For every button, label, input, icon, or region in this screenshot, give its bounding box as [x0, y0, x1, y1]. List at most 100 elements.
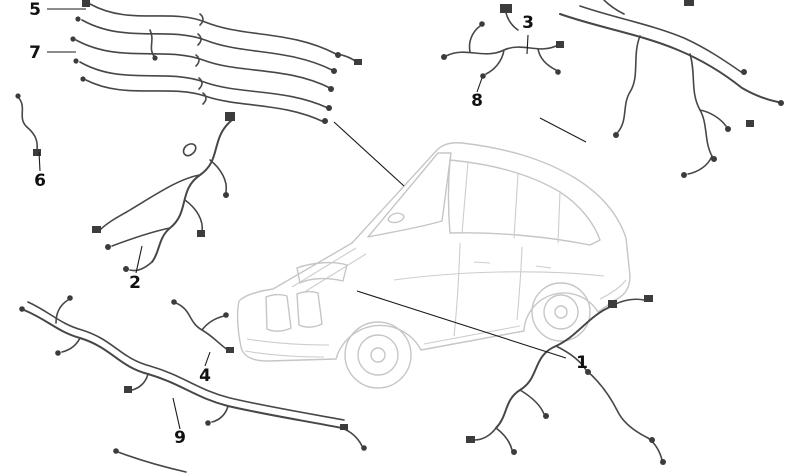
harness-2-branch-1 — [99, 174, 201, 231]
harness-4 — [171, 299, 234, 353]
front-wheel — [344, 321, 412, 389]
leader-2 — [135, 245, 143, 274]
connector — [225, 112, 235, 121]
harness-5-strand-3 — [75, 39, 331, 89]
connector — [555, 69, 561, 75]
connector — [684, 0, 694, 6]
harness-8-branch-2 — [485, 49, 505, 75]
leader-1 — [356, 290, 567, 359]
connector — [328, 86, 334, 92]
harness-1 — [466, 295, 666, 465]
front-wheel-rim — [357, 334, 399, 376]
connector — [725, 126, 731, 132]
harness-2-branch-3 — [129, 261, 153, 272]
car-headlight — [296, 261, 348, 284]
connector — [152, 55, 158, 61]
harness-3-tail — [687, 155, 713, 175]
harness-5-7-break-marks — [195, 13, 207, 105]
harness-1-branch-4 — [473, 427, 497, 441]
rear-wheel-hub — [554, 305, 568, 319]
connector — [326, 105, 332, 111]
connector — [67, 295, 73, 301]
leader-6 — [38, 151, 41, 172]
car-kidney-grille-left — [265, 293, 292, 332]
connector — [556, 41, 564, 48]
connector — [82, 0, 90, 7]
callout-6[interactable]: 6 — [34, 171, 46, 191]
harness-1-branch-5 — [495, 427, 513, 451]
connector — [171, 299, 177, 305]
harness-2-branch-5 — [184, 199, 204, 233]
connector — [500, 4, 512, 13]
car-door-handle-rear — [535, 265, 552, 269]
connector — [124, 386, 132, 393]
connector — [441, 54, 447, 60]
connector — [335, 52, 341, 58]
car-body — [236, 142, 631, 362]
harness-2 — [92, 112, 235, 272]
callouts: 5 7 6 3 8 2 4 9 1 — [29, 0, 588, 448]
connector — [466, 436, 475, 443]
connector — [340, 424, 348, 430]
connector — [543, 413, 549, 419]
callout-5[interactable]: 5 — [29, 0, 41, 20]
leader-to-engine-bay — [333, 121, 405, 187]
car-c-pillar — [513, 173, 519, 239]
harness-5 — [75, 3, 357, 89]
harness-9-branch-2 — [131, 373, 149, 391]
car-door-handle-front — [473, 261, 491, 264]
leader-4 — [204, 351, 211, 367]
connector — [197, 230, 205, 237]
car-windshield — [367, 152, 452, 238]
rear-wheel — [531, 282, 591, 342]
connector — [331, 68, 337, 74]
callout-8[interactable]: 8 — [471, 91, 483, 111]
car-rear-bumper-crease — [599, 279, 627, 300]
harness-3 — [559, 0, 784, 178]
harness-6 — [15, 93, 41, 156]
connector — [55, 350, 61, 356]
callout-3[interactable]: 3 — [522, 13, 534, 33]
connector — [123, 266, 129, 272]
leader-3 — [526, 34, 529, 55]
connector — [354, 59, 362, 65]
harness-2-trunk — [151, 119, 233, 263]
harness-3-sub-branch — [699, 109, 727, 127]
harness-8 — [441, 4, 564, 79]
connector — [33, 149, 41, 156]
callout-9[interactable]: 9 — [174, 428, 186, 448]
harness-7-strand-1 — [79, 61, 329, 109]
break-mark — [199, 13, 204, 26]
connector — [711, 156, 717, 162]
harness-2-loop — [182, 143, 197, 157]
car-side-windows — [447, 159, 601, 246]
harness-2-branch-2 — [111, 227, 171, 247]
car-mirror — [387, 212, 405, 224]
harness-3-parallel — [579, 5, 745, 75]
connector — [113, 448, 119, 454]
harness-9-parallel — [27, 301, 345, 421]
harness-5-strand-2 — [81, 19, 333, 71]
connector — [322, 118, 328, 124]
harness-3-main — [559, 13, 779, 103]
harness-3-edge-stub — [603, 0, 625, 15]
harness-9-tail — [341, 427, 363, 447]
callout-2[interactable]: 2 — [129, 273, 141, 293]
harness-1-branch-6 — [585, 369, 649, 439]
connector — [92, 226, 101, 233]
connector — [223, 312, 229, 318]
connector — [608, 300, 617, 308]
connector — [15, 93, 21, 99]
leader-8 — [476, 77, 483, 93]
callout-4[interactable]: 4 — [199, 366, 211, 386]
car-rear-door-line — [516, 246, 523, 321]
connector — [480, 73, 486, 79]
connector — [70, 36, 76, 42]
car-bumper-line-1 — [246, 338, 330, 346]
car-rocker-line — [423, 325, 521, 345]
connector — [479, 21, 485, 27]
harness-3-branch-down-right — [689, 53, 713, 157]
callout-1[interactable]: 1 — [576, 353, 588, 373]
break-mark — [197, 33, 202, 46]
callout-7[interactable]: 7 — [29, 43, 41, 63]
